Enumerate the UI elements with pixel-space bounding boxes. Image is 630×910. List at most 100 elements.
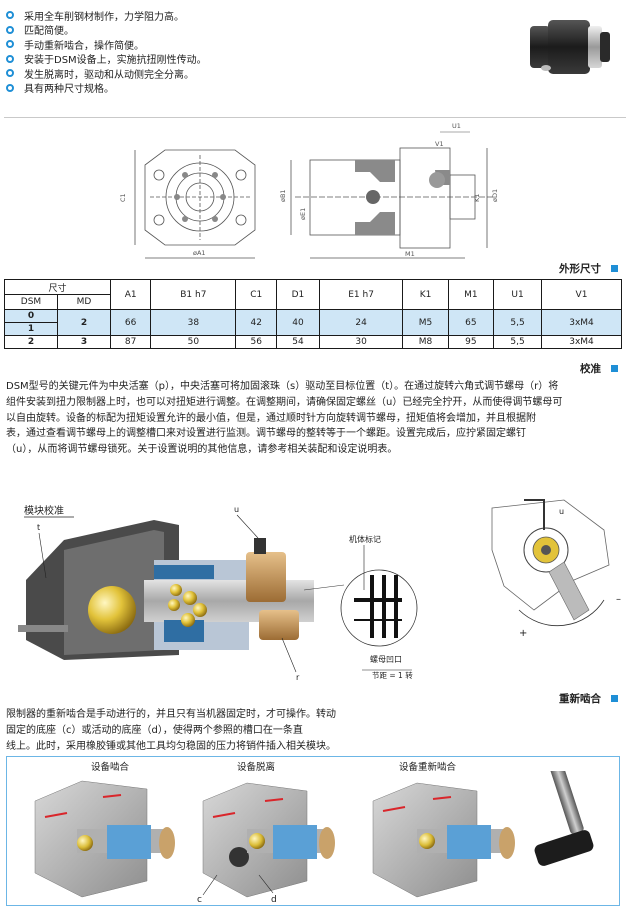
section-marker bbox=[611, 265, 618, 272]
table-cell: 54 bbox=[276, 335, 320, 349]
figure-label-engaged: 设备啮合 bbox=[91, 762, 130, 773]
bullet-icon bbox=[6, 40, 14, 49]
figure-engaged bbox=[34, 780, 175, 898]
table-cell: 5,5 bbox=[493, 335, 542, 349]
table-cell-md: 3 bbox=[57, 335, 111, 349]
table-cell: M5 bbox=[402, 309, 449, 336]
table-row: 1 bbox=[4, 322, 622, 336]
section-divider bbox=[4, 117, 626, 118]
feature-text: 采用全车削钢材制作，力学阻力高。 bbox=[24, 11, 184, 23]
dim-m1: M1 bbox=[405, 250, 415, 258]
label-body-mark: 机体标记 bbox=[349, 534, 381, 544]
feature-item: 发生脱离时，驱动和从动侧完全分离。 bbox=[6, 66, 426, 81]
table-cell-dsm: 0 bbox=[4, 309, 58, 323]
dim-v1: V1 bbox=[435, 140, 444, 148]
figure-label-disengaged: 设备脱离 bbox=[237, 762, 276, 773]
table-header-0: A1 bbox=[109, 279, 152, 310]
calibration-text-line: DSM型号的关键元件为中央活塞（p），中央活塞可将加固滚珠（s）驱动至目标位置（… bbox=[6, 381, 559, 392]
reengage-text-line: 固定的底座（c）或活动的底座（d），使得两个参照的槽口在一条直 bbox=[6, 724, 303, 736]
dim-a1: øA1 bbox=[193, 249, 206, 257]
table-cell: 95 bbox=[447, 335, 495, 349]
table-header-7: U1 bbox=[493, 279, 542, 310]
label-minus: – bbox=[616, 594, 621, 605]
label-r: r bbox=[296, 673, 300, 682]
section-marker bbox=[611, 695, 618, 702]
rubber-mallet bbox=[534, 771, 594, 866]
section-title-dimensions: 外形尺寸 bbox=[559, 261, 618, 276]
reengage-figure-panel: 设备啮合 设备脱离 设备重新啮合 bbox=[6, 756, 620, 906]
label-u2: u bbox=[559, 507, 564, 516]
label-t: t bbox=[37, 523, 40, 532]
section-title-text: 校准 bbox=[580, 363, 601, 375]
calibration-figure: 模块校准 t u r 机体标记 螺母凹口 节距 = 1 转 u – + bbox=[18, 499, 621, 682]
calibration-text-line: 组件安装到扭力限制器上时，也可以对扭矩进行调整。在调整期间，请确保固定螺丝（u）… bbox=[6, 396, 563, 408]
table-cell: 5,5 bbox=[493, 309, 542, 336]
feature-item: 手动重新啮合，操作简便。 bbox=[6, 37, 426, 52]
dim-b1: øB1 bbox=[279, 189, 287, 202]
feature-list: 采用全车削钢材制作，力学阻力高。匹配简便。手动重新啮合，操作简便。安装于DSM设… bbox=[6, 8, 426, 95]
calibration-text-line: 以自由旋转。设备的标配为扭矩设置允许的最小值，但是，通过顺时针方向旋转调节螺母，… bbox=[6, 412, 536, 424]
table-header-dsm: DSM bbox=[4, 294, 58, 310]
bullet-icon bbox=[6, 54, 14, 63]
calibration-text-line: 表，通过查看调节螺母上的调整槽口来对设置进行监测。调节螺母的整转等于一个螺距。设… bbox=[6, 428, 526, 440]
calibration-text-line: （u），从而将调节螺母锁死。关于设置说明的其他信息，请参考相关装配和设定说明表。 bbox=[6, 444, 398, 456]
label-d: d bbox=[271, 895, 277, 904]
table-cell: 40 bbox=[276, 309, 320, 336]
table-header-1: B1 h7 bbox=[150, 279, 237, 310]
bullet-icon bbox=[6, 69, 14, 78]
table-cell: 66 bbox=[109, 309, 152, 336]
table-cell: 3xM4 bbox=[541, 309, 622, 336]
figure-reengaged bbox=[372, 782, 515, 898]
reengage-paragraph: 限制器的重新啮合是手动进行的，并且只有当机器固定时，才可操作。转动固定的底座（c… bbox=[6, 707, 426, 754]
feature-text: 具有两种尺寸规格。 bbox=[24, 84, 114, 96]
dim-u1: U1 bbox=[452, 122, 461, 130]
section-title-reengage: 重新啮合 bbox=[559, 691, 618, 706]
feature-text: 匹配简便。 bbox=[24, 26, 74, 38]
table-header-2: C1 bbox=[235, 279, 278, 310]
section-title-text: 重新啮合 bbox=[559, 693, 601, 705]
section-title-text: 外形尺寸 bbox=[559, 263, 601, 275]
dim-d1: øD1 bbox=[491, 189, 499, 202]
table-header-size: 尺寸 bbox=[4, 279, 111, 295]
feature-text: 发生脱离时，驱动和从动侧完全分离。 bbox=[24, 69, 194, 81]
table-cell: 87 bbox=[109, 335, 152, 349]
reengage-illustrations: c d bbox=[34, 771, 594, 904]
feature-item: 采用全车削钢材制作，力学阻力高。 bbox=[6, 8, 426, 23]
feature-item: 具有两种尺寸规格。 bbox=[6, 81, 426, 96]
table-cell: 38 bbox=[150, 309, 237, 336]
bullet-icon bbox=[6, 11, 14, 20]
technical-drawing: C1 øA1 øB1 øD1 øE1 K1 M1 U1 V1 bbox=[119, 122, 499, 259]
calibration-paragraph: DSM型号的关键元件为中央活塞（p），中央活塞可将加固滚珠（s）驱动至目标位置（… bbox=[6, 379, 626, 458]
figure-label-reengaged: 设备重新啮合 bbox=[399, 762, 457, 773]
product-photo bbox=[530, 20, 610, 74]
figure-disengaged: c d bbox=[197, 782, 335, 904]
table-cell: 24 bbox=[318, 309, 404, 336]
section-title-calibration: 校准 bbox=[580, 361, 618, 376]
label-plus: + bbox=[519, 628, 527, 639]
table-cell: 50 bbox=[150, 335, 237, 349]
table-cell-md: 2 bbox=[57, 309, 111, 336]
feature-item: 匹配简便。 bbox=[6, 23, 426, 38]
reengage-text-line: 线上。此时，采用橡胶锤或其他工具均匀稳固的压力将销件插入相关模块。 bbox=[6, 740, 336, 752]
table-cell-dsm: 2 bbox=[4, 335, 58, 349]
label-nut-slot: 螺母凹口 bbox=[370, 654, 402, 664]
table-header-3: D1 bbox=[276, 279, 320, 310]
table-header-8: V1 bbox=[541, 279, 622, 310]
bullet-icon bbox=[6, 25, 14, 34]
calibration-figure-title: 模块校准 bbox=[24, 504, 64, 517]
label-c: c bbox=[197, 895, 202, 904]
bullet-icon bbox=[6, 83, 14, 92]
dim-e1: øE1 bbox=[299, 208, 307, 220]
table-header-4: E1 h7 bbox=[318, 279, 404, 310]
table-cell: 42 bbox=[235, 309, 278, 336]
table-cell: 30 bbox=[318, 335, 404, 349]
feature-text: 手动重新啮合，操作简便。 bbox=[24, 40, 144, 52]
table-cell: M8 bbox=[402, 335, 449, 349]
dim-k1: K1 bbox=[473, 194, 481, 202]
table-cell: 56 bbox=[235, 335, 278, 349]
table-cell: 3xM4 bbox=[541, 335, 622, 349]
